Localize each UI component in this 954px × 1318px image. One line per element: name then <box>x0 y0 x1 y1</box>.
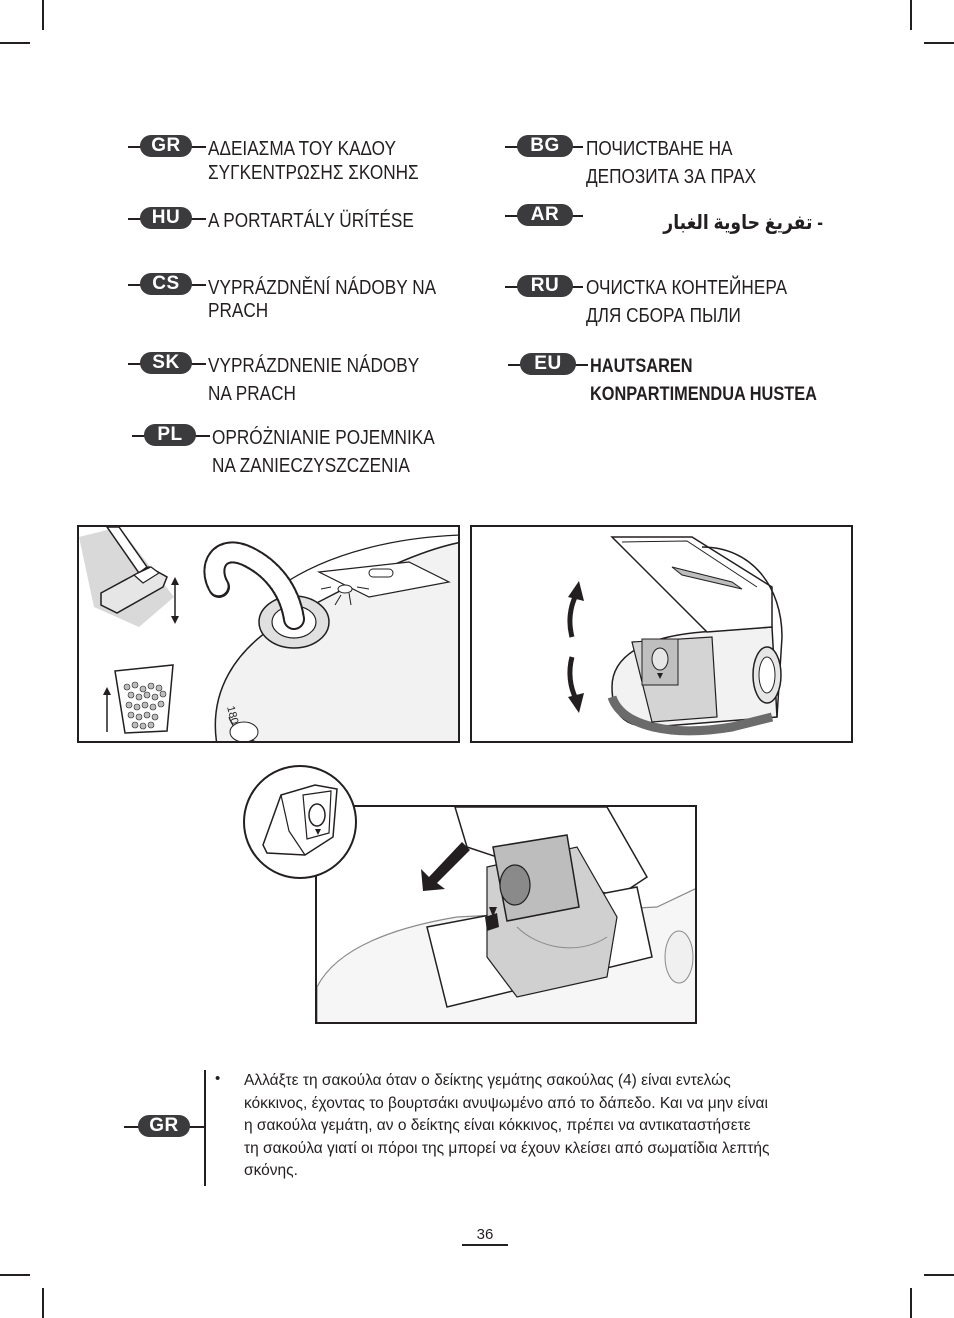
lang-badge-eu: EU <box>520 353 576 375</box>
section-title: VYPRÁZDNĚNÍ NÁDOBY NA PRACH <box>208 277 437 322</box>
note-divider <box>204 1070 206 1186</box>
lang-badge-ar: AR <box>517 204 573 226</box>
crop-mark <box>42 1288 44 1318</box>
crop-mark <box>0 1274 30 1276</box>
crop-mark <box>0 42 30 44</box>
lang-badge-ru: RU <box>517 275 573 297</box>
page-number: 36 <box>476 1226 494 1243</box>
section-title: HAUTSAREN KONPARTIMENDUA HUSTEA <box>590 356 817 405</box>
lang-badge-hu: HU <box>140 207 192 229</box>
crop-mark <box>924 1274 954 1276</box>
section-title: VYPRÁZDNENIE NÁDOBY NA PRACH <box>208 355 420 405</box>
crop-mark <box>42 0 44 30</box>
lang-badge-pl: PL <box>144 424 196 446</box>
section-title: ΑΔΕΙΑΣΜΑ ΤΟΥ ΚΑΔΟΥ ΣΥΓΚΕΝΤΡΩΣΗΣ ΣΚΟΝΗΣ <box>208 138 419 184</box>
magnifier-bag-icon <box>243 765 357 879</box>
vacuum-hose-illustration: 1800W <box>79 527 458 741</box>
crop-mark <box>910 0 912 30</box>
section-title: A PORTARTÁLY ÜRÍTÉSE <box>208 210 414 232</box>
note-text: Αλλάξτε τη σακούλα όταν ο δείκτης γεμάτη… <box>244 1072 770 1179</box>
section-title: ОЧИСТКА КОНТЕЙНЕРА ДЛЯ СБОРА ПЫЛИ <box>586 277 788 327</box>
section-title: - تفريغ حاوية الغبار <box>663 212 823 234</box>
lang-badge-bg: BG <box>517 135 573 157</box>
section-title: ПОЧИСТВАНЕ НА ДЕПОЗИТА ЗА ПРАХ <box>586 138 757 188</box>
bullet-marker: • <box>215 1070 221 1087</box>
lang-badge-cs: CS <box>140 273 192 295</box>
page-number-rule <box>462 1244 508 1246</box>
lang-badge-sk: SK <box>140 352 192 374</box>
figure-open-lid <box>470 525 853 743</box>
crop-mark <box>910 1288 912 1318</box>
figure-remove-bag <box>315 805 697 1024</box>
vacuum-open-lid-illustration <box>567 536 783 736</box>
lang-badge-gr: GR <box>140 135 192 157</box>
section-title: OPRÓŻNIANIE POJEMNIKA NA ZANIECZYSZCZENI… <box>212 427 435 477</box>
figure-bag-indicator: 1800W <box>77 525 460 743</box>
crop-mark <box>924 42 954 44</box>
vacuum-bag-removal-illustration <box>317 807 695 1022</box>
bag-icon <box>262 784 338 856</box>
lang-badge-gr: GR <box>138 1115 190 1137</box>
